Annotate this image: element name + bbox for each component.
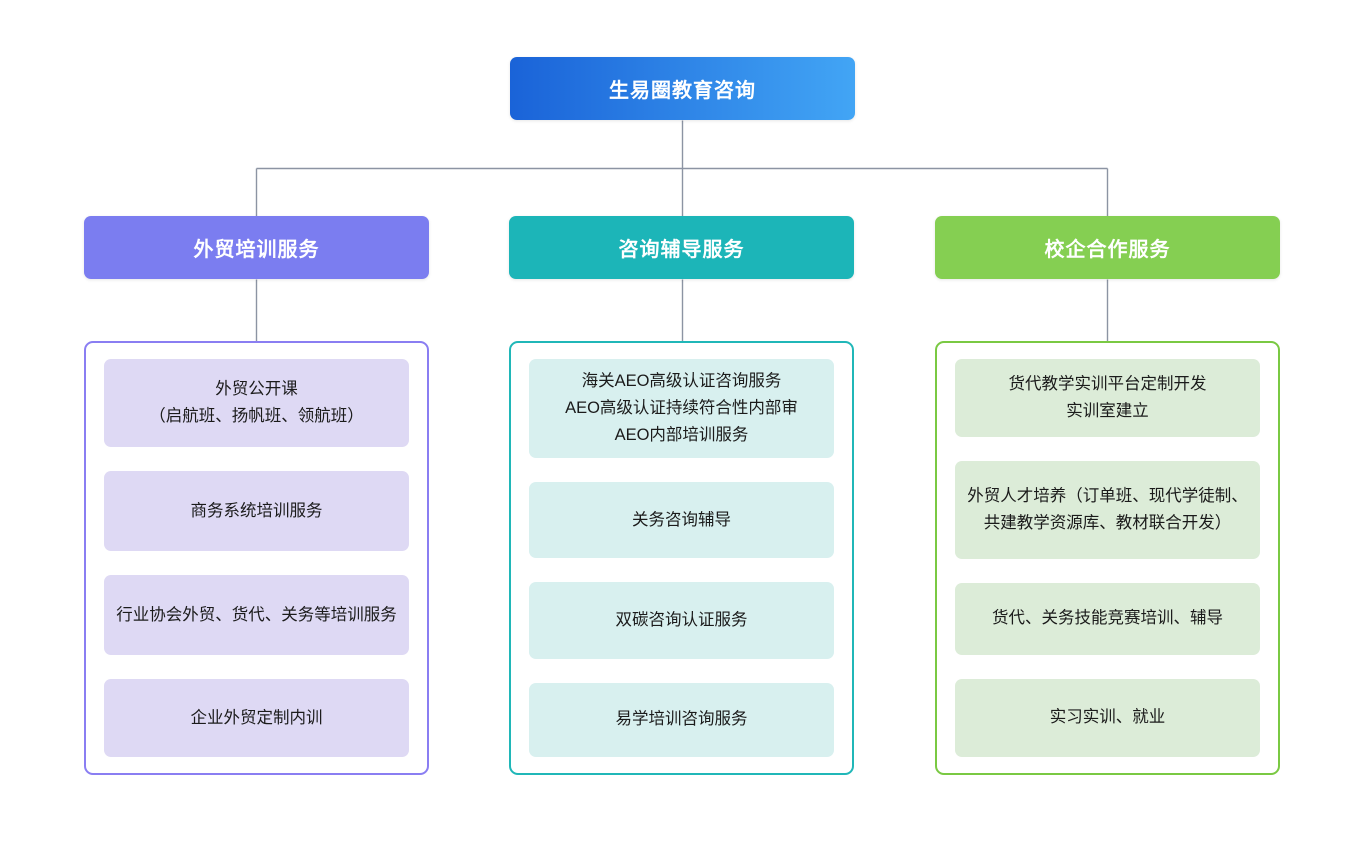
branch-header-label: 咨询辅导服务 (618, 239, 745, 261)
leaf-item[interactable]: 货代、关务技能竞赛培训、辅导 (955, 582, 1260, 655)
root-node[interactable]: 生易圈教育咨询 (510, 57, 855, 120)
branch-training: 外贸培训服务 外贸公开课 （启航班、扬帆班、领航班） 商务系统培训服务 行业协会… (84, 216, 429, 775)
branch-body-consulting: 海关AEO高级认证咨询服务 AEO高级认证持续符合性内部审 AEO内部培训服务 … (509, 341, 854, 775)
leaf-item[interactable]: 易学培训咨询服务 (529, 682, 834, 757)
branch-body-training: 外贸公开课 （启航班、扬帆班、领航班） 商务系统培训服务 行业协会外贸、货代、关… (84, 341, 429, 775)
branch-body-school-enterprise: 货代教学实训平台定制开发 实训室建立 外贸人才培养（订单班、现代学徒制、共建教学… (935, 341, 1280, 775)
branch-school-enterprise: 校企合作服务 货代教学实训平台定制开发 实训室建立 外贸人才培养（订单班、现代学… (935, 216, 1280, 775)
branch-consulting: 咨询辅导服务 海关AEO高级认证咨询服务 AEO高级认证持续符合性内部审 AEO… (509, 216, 854, 775)
branch-header-school-enterprise[interactable]: 校企合作服务 (935, 216, 1280, 279)
leaf-item[interactable]: 商务系统培训服务 (104, 471, 409, 551)
leaf-item[interactable]: 外贸人才培养（订单班、现代学徒制、共建教学资源库、教材联合开发） (955, 461, 1260, 559)
leaf-item[interactable]: 行业协会外贸、货代、关务等培训服务 (104, 575, 409, 655)
leaf-item[interactable]: 海关AEO高级认证咨询服务 AEO高级认证持续符合性内部审 AEO内部培训服务 (529, 359, 834, 458)
root-node-label: 生易圈教育咨询 (609, 80, 756, 102)
leaf-item[interactable]: 货代教学实训平台定制开发 实训室建立 (955, 359, 1260, 438)
leaf-item[interactable]: 实习实训、就业 (955, 678, 1260, 758)
leaf-item[interactable]: 外贸公开课 （启航班、扬帆班、领航班） (104, 359, 409, 447)
branch-header-training[interactable]: 外贸培训服务 (84, 216, 429, 279)
branch-header-label: 外贸培训服务 (193, 239, 320, 261)
leaf-item[interactable]: 双碳咨询认证服务 (529, 582, 834, 659)
leaf-item[interactable]: 企业外贸定制内训 (104, 679, 409, 757)
leaf-item[interactable]: 关务咨询辅导 (529, 481, 834, 559)
branch-header-label: 校企合作服务 (1044, 239, 1171, 261)
branch-header-consulting[interactable]: 咨询辅导服务 (509, 216, 854, 279)
